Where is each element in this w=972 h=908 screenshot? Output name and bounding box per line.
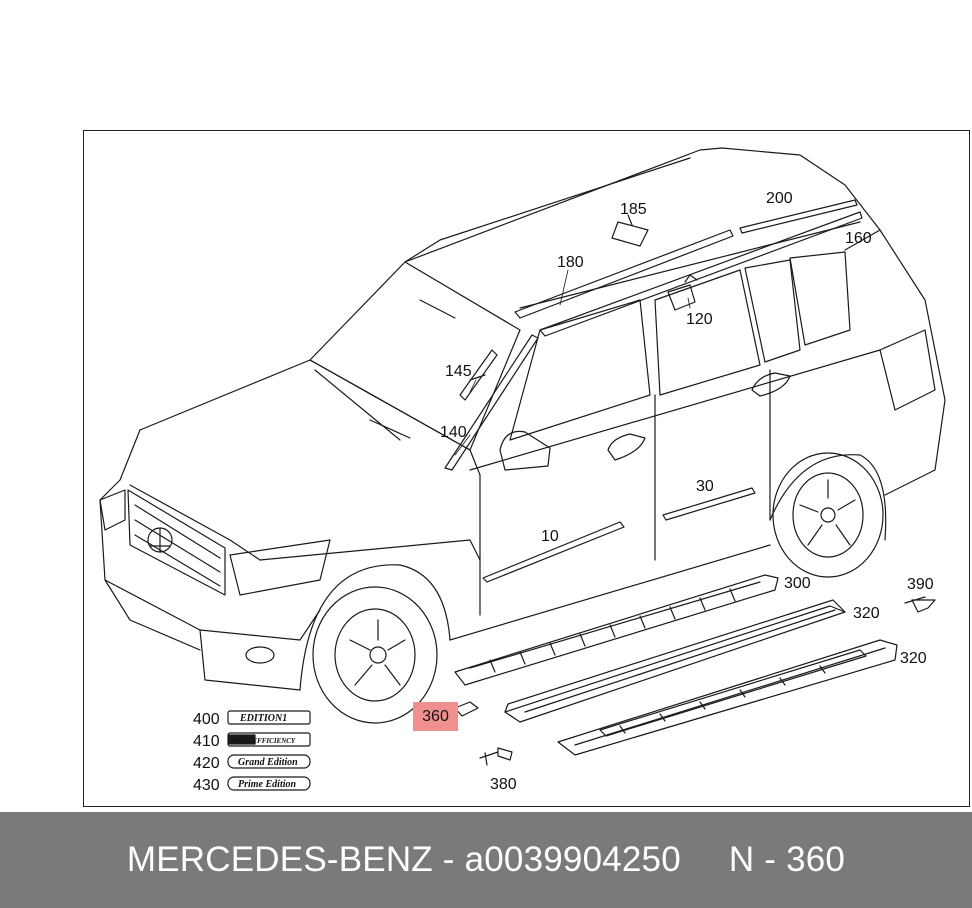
badge-400-text: EDITION1: [239, 713, 287, 724]
callout-140: 140: [440, 424, 467, 441]
footer-bar: MERCEDES-BENZ - a0039904250 N - 360: [0, 812, 972, 908]
roof-rails: [444, 199, 863, 471]
highlighted-part-marker: [413, 702, 458, 731]
side-step-trim: [504, 599, 846, 723]
running-board-bracket: [454, 574, 779, 686]
callout-320-lower: 320: [900, 650, 927, 667]
footer-position: N - 360: [728, 840, 846, 879]
badge-420-text: Grand Edition: [238, 757, 298, 768]
emblem-badges: [227, 710, 311, 791]
diagram-frame: [83, 130, 970, 807]
badge-430-text: Prime Edition: [238, 779, 297, 790]
badge-410-text: BLUE EFFICIENCY: [231, 737, 296, 745]
callout-380: 380: [490, 776, 517, 793]
highlighted-part-number: 360: [422, 708, 449, 725]
callout-120: 120: [686, 311, 713, 328]
callout-180: 180: [557, 254, 584, 271]
callout-390: 390: [907, 576, 934, 593]
callout-420: 420: [193, 755, 220, 772]
leader-lines: [454, 269, 691, 456]
clip-parts: [459, 214, 698, 401]
callout-145: 145: [445, 363, 472, 380]
callout-410: 410: [193, 733, 220, 750]
side-step-board: [557, 639, 898, 756]
callout-10: 10: [541, 528, 559, 545]
fasteners: [454, 596, 936, 766]
callout-300: 300: [784, 575, 811, 592]
footer-part-number: MERCEDES-BENZ - a0039904250: [126, 840, 681, 879]
callout-320-upper: 320: [853, 605, 880, 622]
callout-30: 30: [696, 478, 714, 495]
callout-430: 430: [193, 777, 220, 794]
callout-160: 160: [845, 230, 872, 247]
callout-185: 185: [620, 201, 647, 218]
callout-400: 400: [193, 711, 220, 728]
vehicle-outline: [99, 147, 946, 724]
callout-200: 200: [766, 190, 793, 207]
